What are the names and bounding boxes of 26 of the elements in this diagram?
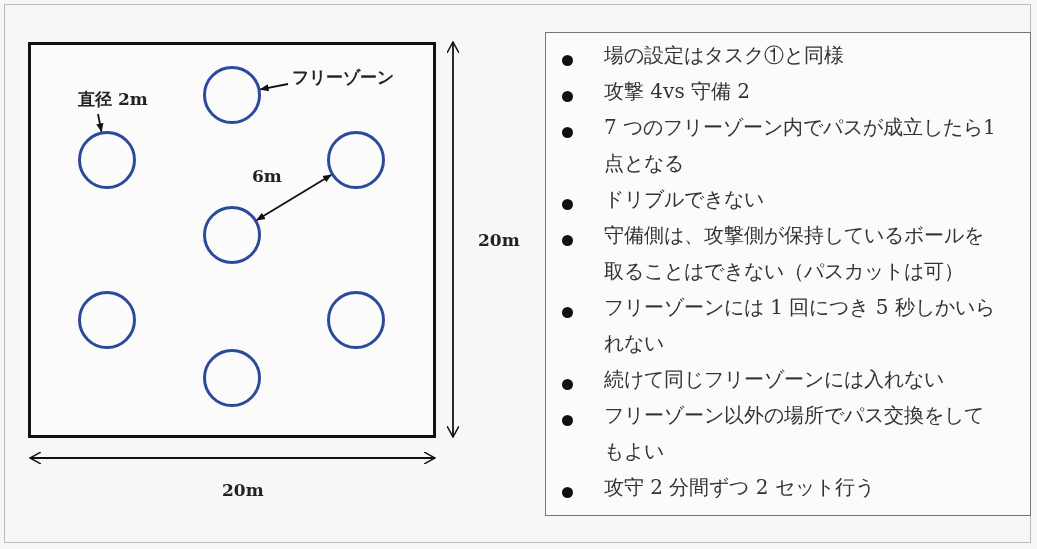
rule-text: フリーゾーン以外の場所でパス交換をしてもよい xyxy=(604,402,985,465)
dimension-label: 20m xyxy=(478,230,520,250)
free-zone-circle xyxy=(78,131,136,189)
playing-field xyxy=(28,42,436,438)
free-zone-circle xyxy=(327,131,385,189)
rules-panel xyxy=(545,32,1031,516)
rule-text: フリーゾーンには 1 回につき 5 秒しかいられない xyxy=(604,294,996,357)
rule-text: 場の設定はタスク①と同様 xyxy=(604,42,845,69)
rule-text: 続けて同じフリーゾーンには入れない xyxy=(604,366,945,393)
free-zone-circle xyxy=(78,291,136,349)
free-zone-circle xyxy=(203,66,261,124)
leader-arrow xyxy=(259,83,289,92)
rule-text: 攻撃 4vs 守備 2 xyxy=(604,78,752,105)
dimension-arrow xyxy=(255,174,333,221)
rule-text: 守備側は、攻撃側が保持しているボールを取ることはできない（パスカットは可） xyxy=(604,222,985,285)
free-zone-circle xyxy=(203,206,261,264)
callout-text: フリーゾーン xyxy=(292,66,394,89)
rule-text: 7 つのフリーゾーン内でパスが成立したら1 点となる xyxy=(604,114,997,177)
edge-label: 6m xyxy=(252,165,282,186)
callout-text: 直径 2m xyxy=(78,88,148,111)
rule-text: ドリブルできない xyxy=(604,186,765,213)
free-zone-circle xyxy=(327,291,385,349)
rule-text: 攻守 2 分間ずつ 2 セット行う xyxy=(604,474,876,501)
free-zone-circle xyxy=(203,349,261,407)
leader-arrow xyxy=(96,113,104,133)
dimension-label: 20m xyxy=(222,480,264,500)
